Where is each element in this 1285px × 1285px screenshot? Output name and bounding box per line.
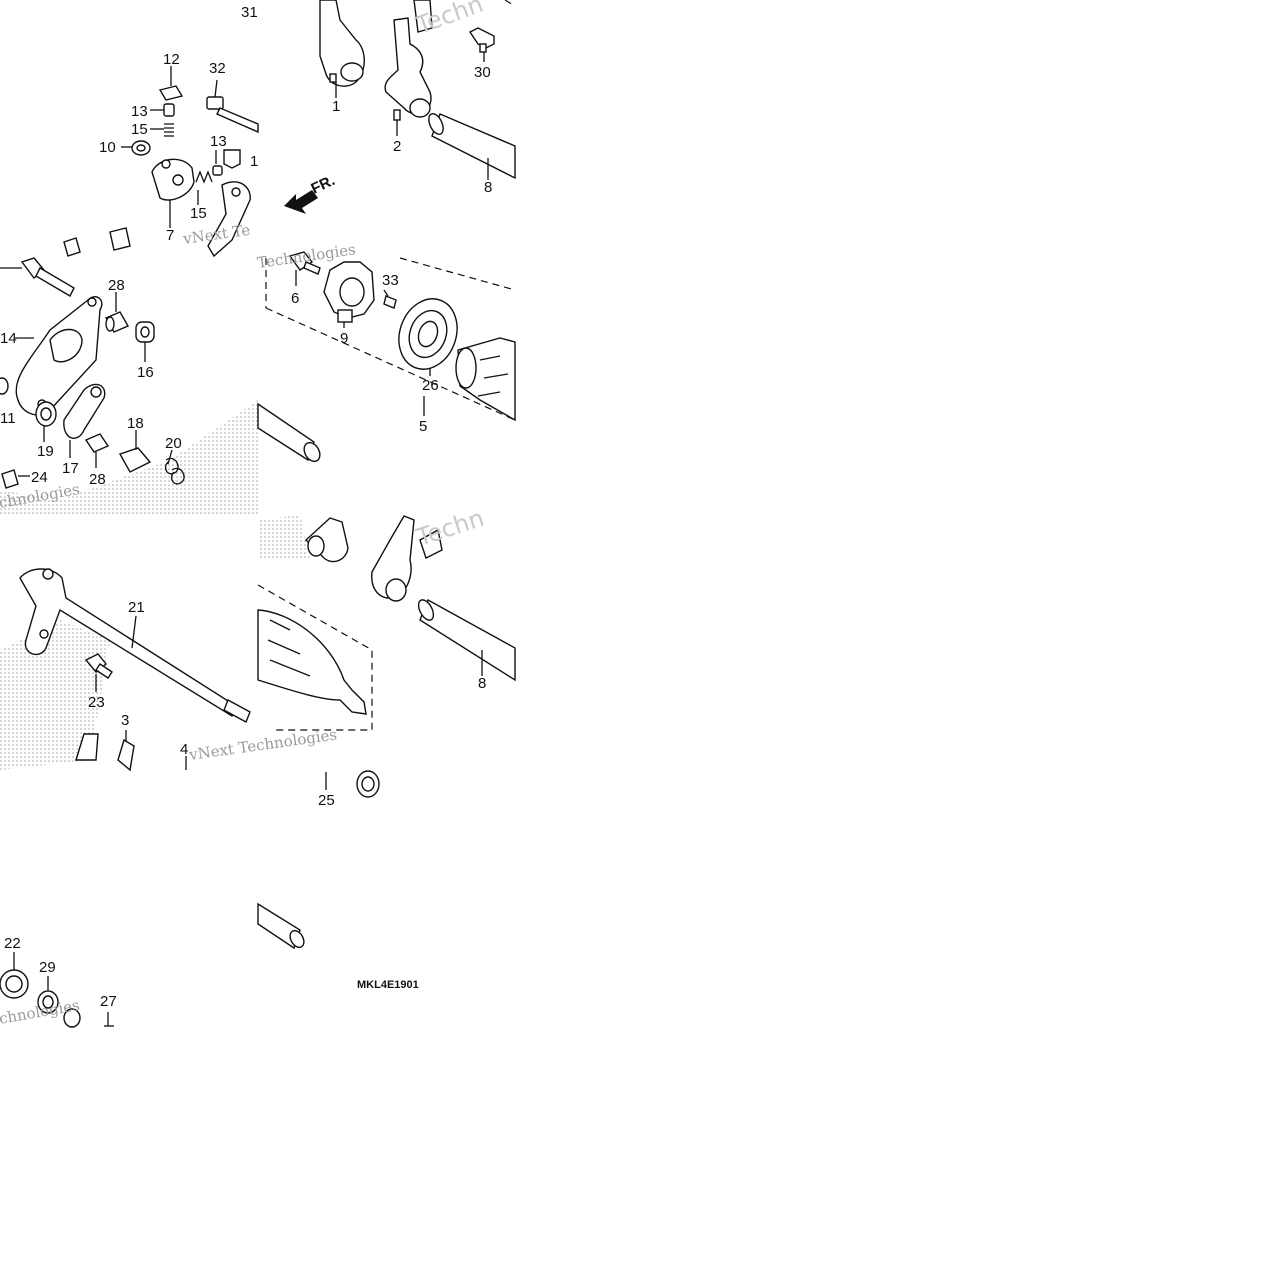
- callout-c5: 5: [419, 418, 427, 435]
- callout-c28b: 28: [89, 471, 106, 488]
- callout-c25: 25: [318, 792, 335, 809]
- callout-c1b: 1: [250, 153, 258, 170]
- callout-c9: 9: [340, 330, 348, 347]
- callout-c33: 33: [382, 272, 399, 289]
- callout-c13b: 13: [210, 133, 227, 150]
- callout-c24: 24: [31, 469, 48, 486]
- callout-c23: 23: [88, 694, 105, 711]
- callout-c18: 18: [127, 415, 144, 432]
- callout-c16: 16: [137, 364, 154, 381]
- quadrant-middle-left: [0, 257, 185, 489]
- callout-c31: 31: [241, 4, 258, 21]
- callout-c21: 21: [128, 599, 145, 616]
- callout-c32: 32: [209, 60, 226, 77]
- callout-c3: 3: [121, 712, 129, 729]
- watermark-text: Techn: [412, 504, 487, 552]
- callout-c12: 12: [163, 51, 180, 68]
- callout-c28a: 28: [108, 277, 125, 294]
- callout-c2: 2: [393, 138, 401, 155]
- callout-c15b: 15: [190, 205, 207, 222]
- callout-c7: 7: [166, 227, 174, 244]
- callout-c6: 6: [291, 290, 299, 307]
- callout-c17: 17: [62, 460, 79, 477]
- callout-c8b: 8: [478, 675, 486, 692]
- callout-c30: 30: [474, 64, 491, 81]
- callout-c8a: 8: [484, 179, 492, 196]
- quadrant-top-left: [63, 66, 259, 258]
- callout-c22: 22: [4, 935, 21, 952]
- quadrant-lower-right: [257, 515, 516, 798]
- callout-c29: 29: [39, 959, 56, 976]
- callout-c1: 1: [332, 98, 340, 115]
- callout-c27: 27: [100, 993, 117, 1010]
- callout-c20: 20: [165, 435, 182, 452]
- callout-c4: 4: [180, 741, 188, 758]
- quadrant-middle-right: [257, 251, 516, 463]
- callout-c15a: 15: [131, 121, 148, 138]
- quadrant-lower-left: [19, 568, 251, 772]
- watermark-text: vNext Technologies: [187, 725, 338, 764]
- quadrant-bottom-right: [257, 902, 305, 950]
- diagram-code: MKL4E1901: [357, 979, 419, 991]
- callout-c13a: 13: [131, 103, 148, 120]
- callout-c10: 10: [99, 139, 116, 156]
- quadrant-bottom-left: [0, 952, 114, 1028]
- quadrant-top-right: [284, 0, 516, 214]
- stipple-regions: [0, 400, 310, 770]
- callout-c11: 11: [0, 410, 16, 427]
- callout-c19: 19: [37, 443, 54, 460]
- callout-c26: 26: [422, 377, 439, 394]
- front-arrow-label: FR.: [309, 172, 338, 198]
- front-arrow-icon: [284, 190, 318, 214]
- callout-c14: 14: [0, 330, 17, 347]
